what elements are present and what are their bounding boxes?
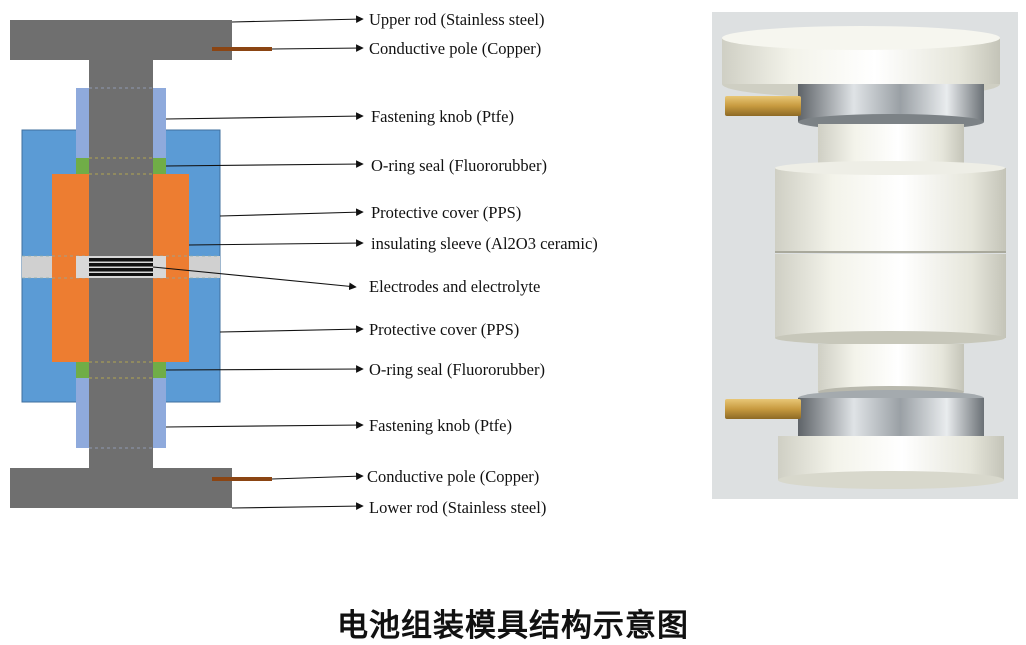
oring-bottom-left bbox=[76, 362, 89, 378]
label-insulating-sleeve: insulating sleeve (Al2O3 ceramic) bbox=[371, 234, 598, 253]
knob-top-right bbox=[153, 88, 166, 158]
oring-bottom-right bbox=[153, 362, 166, 378]
label-conductive-pole-top: Conductive pole (Copper) bbox=[369, 39, 541, 58]
electrode-layer-2 bbox=[89, 263, 153, 267]
label-fastening-knob-top: Fastening knob (Ptfe) bbox=[371, 107, 514, 126]
label-fastening-knob-bottom: Fastening knob (Ptfe) bbox=[369, 416, 512, 435]
ceramic-band-left bbox=[22, 256, 52, 278]
oring-top-right bbox=[153, 158, 166, 174]
ceramic-band-right bbox=[189, 256, 220, 278]
label-electrodes: Electrodes and electrolyte bbox=[369, 277, 540, 296]
label-upper-rod: Upper rod (Stainless steel) bbox=[369, 10, 545, 29]
copper-pole-top bbox=[212, 47, 272, 51]
label-oring-top: O-ring seal (Fluororubber) bbox=[371, 156, 547, 175]
label-oring-bottom: O-ring seal (Fluororubber) bbox=[369, 360, 545, 379]
cross-section bbox=[10, 20, 272, 508]
caption: 电池组装模具结构示意图 bbox=[337, 608, 689, 644]
label-protective-cover-bottom: Protective cover (PPS) bbox=[369, 320, 519, 339]
knob-top-left bbox=[76, 88, 89, 158]
upper-rod-shape bbox=[10, 20, 232, 256]
assembled-mold-photo bbox=[712, 12, 1018, 499]
label-conductive-pole-bottom: Conductive pole (Copper) bbox=[367, 467, 539, 486]
knob-bottom-left bbox=[76, 378, 89, 448]
electrode-layer-4 bbox=[89, 273, 153, 276]
label-lower-rod: Lower rod (Stainless steel) bbox=[369, 498, 546, 517]
knob-bottom-right bbox=[153, 378, 166, 448]
labels: Upper rod (Stainless steel) Conductive p… bbox=[367, 10, 598, 517]
copper-pole-bottom bbox=[212, 477, 272, 481]
oring-top-left bbox=[76, 158, 89, 174]
label-protective-cover-top: Protective cover (PPS) bbox=[371, 203, 521, 222]
electrode-layer-1 bbox=[89, 258, 153, 262]
lower-rod-shape bbox=[10, 278, 232, 508]
leader-lines bbox=[152, 15, 364, 510]
electrode-layer-3 bbox=[89, 268, 153, 272]
